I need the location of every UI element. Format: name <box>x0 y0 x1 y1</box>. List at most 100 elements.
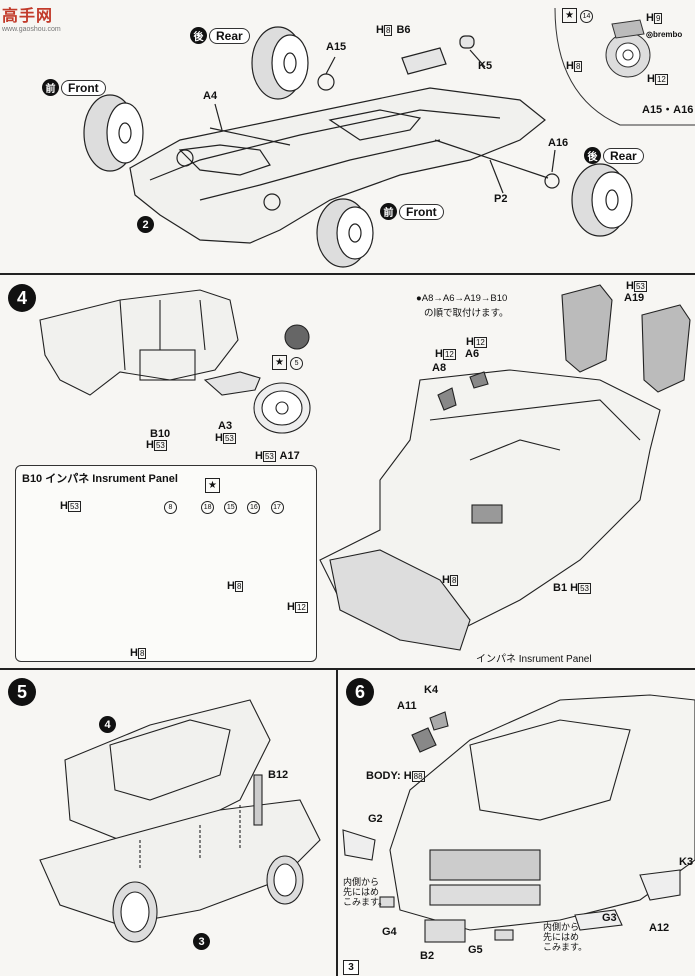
callout-5: 5 <box>290 357 304 370</box>
part-g5: G5 <box>468 944 483 956</box>
h-label: H <box>626 280 634 292</box>
callout-18: 18 <box>201 501 215 514</box>
part-a4: A4 <box>203 90 218 102</box>
h-label: H <box>435 348 443 360</box>
part-a8: A8 <box>432 362 447 374</box>
part-a3: A3 <box>218 420 233 432</box>
part-k5: K5 <box>478 60 493 72</box>
rear-tag-right: 後 Rear <box>584 147 644 164</box>
note-line: 先にはめ <box>543 932 580 942</box>
callout-14: 14 <box>580 10 594 23</box>
note-line: こみます。 <box>543 942 588 952</box>
note-line: こみます。 <box>343 897 388 907</box>
watermark-logo: 高手网 www.gaoshou.com <box>2 2 66 34</box>
h-label: H <box>227 580 235 592</box>
rear-label: Rear <box>209 27 250 44</box>
divider-top <box>0 273 695 275</box>
assembly-order-note-1: ●A8→A6→A19→B10 <box>416 293 508 304</box>
rear-kanji: 後 <box>190 27 207 44</box>
h-number: 53 <box>153 439 167 451</box>
star-icon: ★ <box>272 355 287 370</box>
instrument-panel-box <box>15 465 317 662</box>
callout-15: 15 <box>224 501 238 514</box>
callout-17: 17 <box>270 501 284 514</box>
h-number: 53 <box>222 432 236 444</box>
h-number: 53 <box>262 450 276 462</box>
rear-label: Rear <box>603 147 644 164</box>
watermark-url: www.gaoshou.com <box>2 26 61 33</box>
h-label: H <box>130 647 138 659</box>
part-a12: A12 <box>649 922 670 934</box>
h-number: 12 <box>442 348 456 360</box>
brembo-icon: ◎ <box>646 30 653 39</box>
h-label: H <box>287 601 295 613</box>
part-b10: B10 <box>150 428 171 440</box>
h-label: H <box>376 24 384 36</box>
part-b12: B12 <box>268 769 289 781</box>
brembo-label: ◎brembo <box>646 30 682 39</box>
rear-kanji: 後 <box>584 147 601 164</box>
watermark-name: 高手网 <box>2 8 54 25</box>
part-a6: A6 <box>465 348 480 360</box>
h-number: 8 <box>383 24 393 36</box>
part-p2: P2 <box>494 193 508 205</box>
h-label: H <box>647 73 655 85</box>
instrument-panel-title: B10 インパネ Insrument Panel <box>22 473 178 485</box>
callout-8: 8 <box>164 501 177 514</box>
panel-star: ★ <box>205 478 220 493</box>
h-label: H <box>215 432 223 444</box>
substep-2-marker: 2 <box>137 216 154 233</box>
front-tag-bottom: 前 Front <box>380 203 444 220</box>
h-label: H <box>60 500 68 512</box>
body-text: BODY: <box>366 770 401 782</box>
substep-4-marker: 4 <box>99 716 116 733</box>
star-icon: ★ <box>562 8 577 23</box>
h-label: H <box>646 12 654 24</box>
star-icon: ★ <box>205 478 220 493</box>
front-tag-left: 前 Front <box>42 79 106 96</box>
front-kanji: 前 <box>42 79 59 96</box>
rear-tag-top: 後 Rear <box>190 27 250 44</box>
h-label: H <box>466 336 474 348</box>
front-label: Front <box>61 79 106 96</box>
step-6-number: 6 <box>346 678 374 706</box>
part-a19: A19 <box>624 292 645 304</box>
part-k4: K4 <box>424 684 439 696</box>
part-b6: B6 <box>396 24 411 36</box>
h-number: 53 <box>578 582 591 594</box>
substep-3-marker: 3 <box>193 933 210 950</box>
note-line: 内側から <box>543 922 580 932</box>
divider-middle <box>0 668 695 670</box>
h-number: 8 <box>449 574 459 586</box>
part-a11: A11 <box>397 700 417 712</box>
part-g3: G3 <box>602 912 617 924</box>
h-number: 8 <box>137 647 147 659</box>
h-number: 9 <box>653 12 663 24</box>
h-number: 8 <box>573 60 583 72</box>
front-kanji: 前 <box>380 203 397 220</box>
h-number: 12 <box>294 601 308 613</box>
inset-callout-14: ★ 14 <box>562 8 594 23</box>
part-a15: A15 <box>326 41 347 53</box>
part-g4: G4 <box>382 926 397 938</box>
instrument-panel-caption: インパネ Insrument Panel <box>476 654 592 665</box>
h-number: 8 <box>234 580 244 592</box>
panel-callouts: 8 18 15 16 17 <box>164 500 284 514</box>
